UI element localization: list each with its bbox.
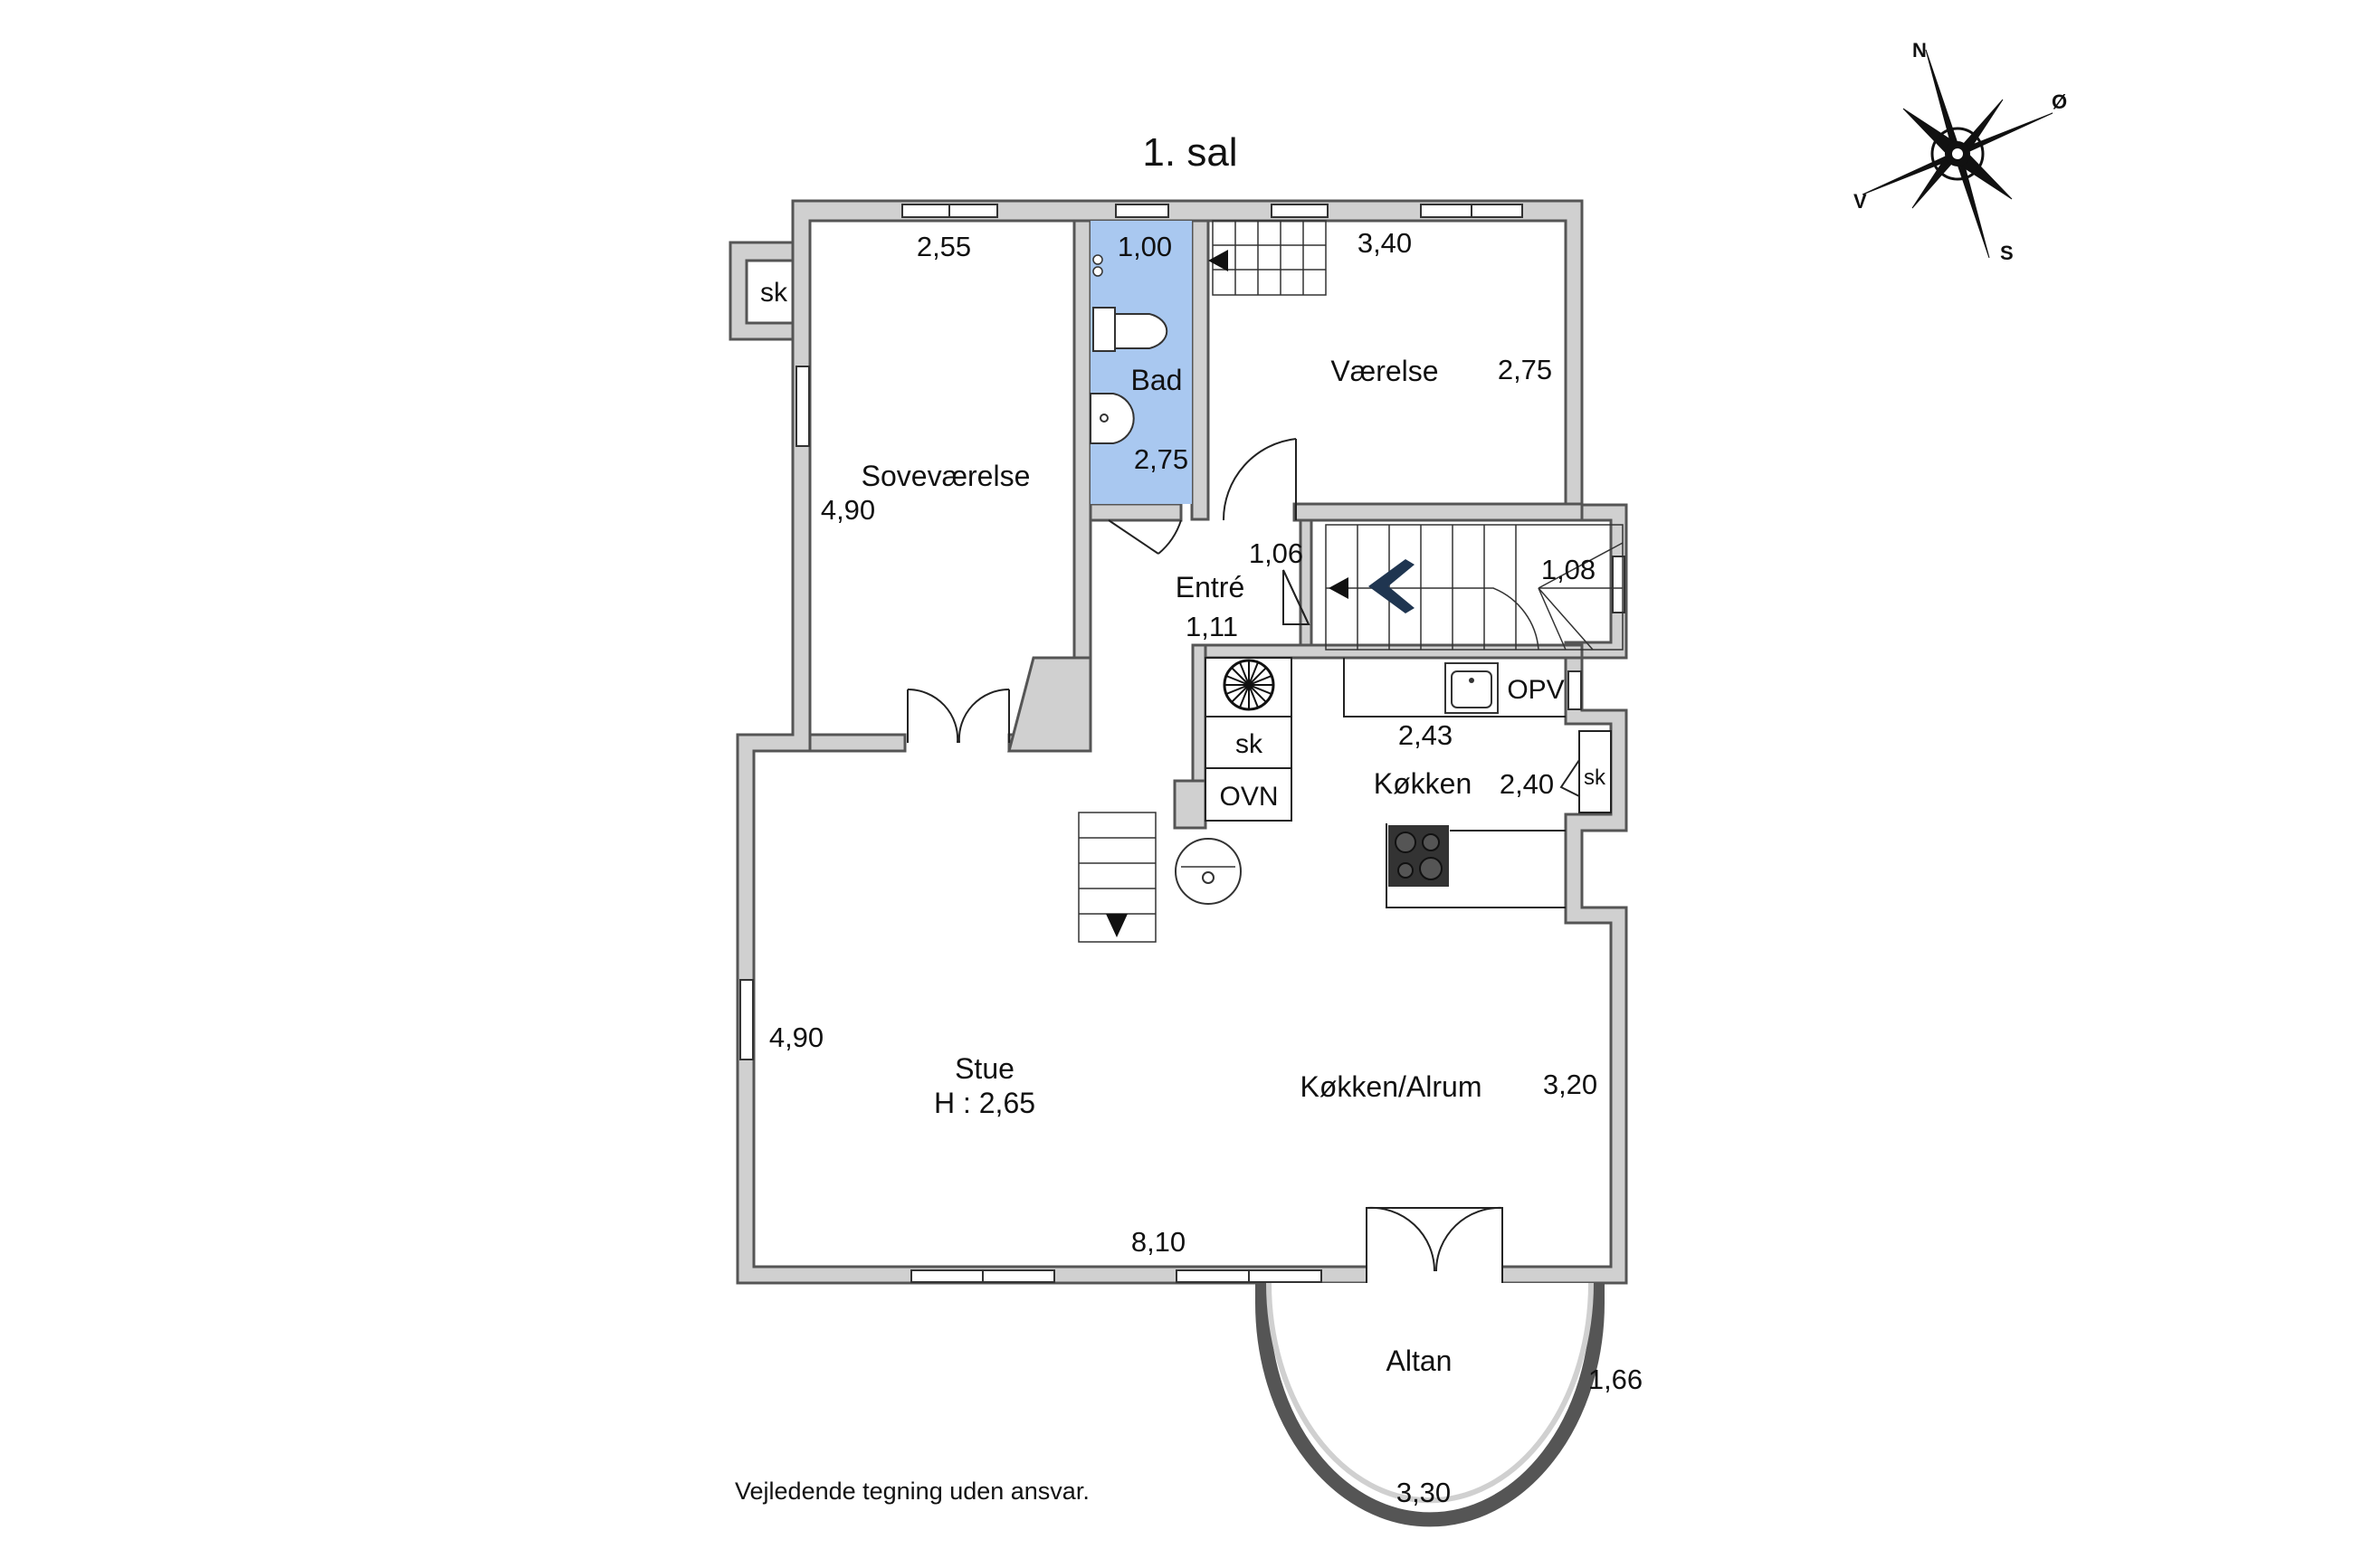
compass-s-label: S <box>2000 242 2014 264</box>
dim-kitchen-length: 2,40 <box>1500 768 1554 800</box>
room-label-bad: Bad <box>1131 364 1183 396</box>
room-label-entre: Entré <box>1176 571 1244 603</box>
kitchen-right-cabinet <box>1559 730 1612 813</box>
stair-direction-chevron-icon <box>1368 559 1415 613</box>
sink-icon <box>1444 662 1499 714</box>
wall-kitchen-left <box>1191 643 1207 783</box>
dim-bath-length: 2,75 <box>1134 443 1188 475</box>
fixture-label-sk-right: sk <box>1584 765 1606 790</box>
dim-alrum-length: 3,20 <box>1543 1069 1597 1100</box>
room-label-stue-height: H : 2,65 <box>934 1087 1035 1119</box>
dim-bath-width: 1,00 <box>1118 231 1172 262</box>
dim-altan-depth: 1,66 <box>1588 1364 1643 1395</box>
compass-o-label: Ø <box>2052 90 2067 113</box>
wall-room-bottom <box>1292 502 1584 522</box>
room-label-koekken-alrum: Køkken/Alrum <box>1300 1070 1482 1103</box>
stair-arrow-upper-icon <box>1208 250 1228 271</box>
wall-kitchen-foot <box>1173 779 1207 830</box>
fixture-label-ovn: OVN <box>1219 782 1278 812</box>
windows <box>739 204 1625 1283</box>
room-label-sovevaerelse: Soveværelse <box>862 460 1031 492</box>
wall-bedroom-bottom <box>808 733 907 753</box>
bathroom-floor <box>1091 221 1192 504</box>
compass-n-label: N <box>1912 39 1927 62</box>
wall-bath-room <box>1190 219 1210 521</box>
wardrobe-wall <box>729 241 795 341</box>
toilet-icon <box>1092 307 1168 352</box>
room-label-koekken: Køkken <box>1374 767 1472 800</box>
wall-bath-bottom <box>1089 502 1183 522</box>
round-stove-icon <box>1175 838 1242 905</box>
room-label-altan: Altan <box>1386 1345 1453 1377</box>
floor-title: 1. sal <box>1142 130 1237 175</box>
dim-bed-length: 4,90 <box>821 494 875 526</box>
exterior-walls <box>736 199 1628 1285</box>
wall-bed-bath <box>1072 219 1092 660</box>
washbasin-icon <box>1090 393 1135 444</box>
dim-entre-a: 1,06 <box>1249 537 1303 569</box>
balcony-outline <box>1255 1283 1605 1527</box>
compass-rose-icon <box>1862 49 2053 259</box>
balcony-inner <box>1266 1282 1594 1504</box>
stair-arrow-main-icon <box>1329 577 1348 599</box>
faucet-icon <box>1092 254 1103 277</box>
dim-total-width: 8,10 <box>1131 1226 1186 1258</box>
dim-bed-width: 2,55 <box>917 231 971 262</box>
wall-chimney <box>1007 656 1092 753</box>
dim-stair: 1,08 <box>1541 554 1596 585</box>
doors <box>907 438 1503 1285</box>
disclaimer-text: Vejledende tegning uden ansvar. <box>735 1478 1090 1505</box>
round-fan-icon <box>1223 659 1275 711</box>
cooktop-icon <box>1388 825 1449 887</box>
dim-room-width: 3,40 <box>1358 227 1412 259</box>
room-label-stue: Stue <box>955 1052 1015 1085</box>
fixture-label-sk-kitchen: sk <box>1235 729 1263 759</box>
compass-v-label: V <box>1853 190 1867 213</box>
fixture-label-sk-bedroom: sk <box>760 278 788 308</box>
fixture-label-opv: OPV <box>1507 675 1564 705</box>
room-label-vaerelse: Værelse <box>1330 355 1438 387</box>
dim-altan-width: 3,30 <box>1396 1477 1451 1508</box>
stairs-upper <box>1212 220 1327 296</box>
dim-room-length: 2,75 <box>1498 354 1552 385</box>
dim-kitchen-width: 2,43 <box>1398 719 1453 751</box>
stair-arrow-lower-icon <box>1106 914 1128 937</box>
wall-kitchen-top <box>1191 643 1584 660</box>
dim-stue-length: 4,90 <box>769 1022 824 1053</box>
dim-entre-b: 1,11 <box>1186 611 1238 642</box>
